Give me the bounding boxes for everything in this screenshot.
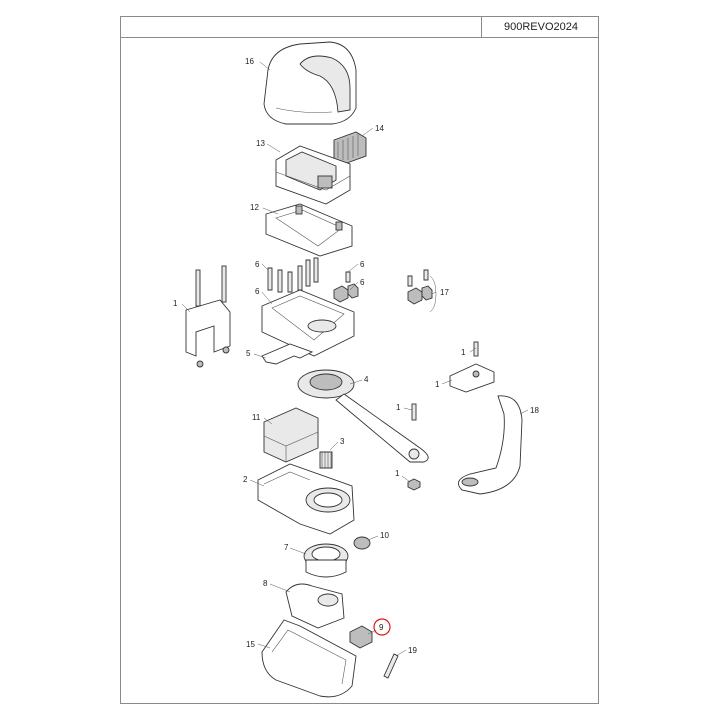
callout-15[interactable]: 15 [246, 640, 255, 649]
callout-6-housing[interactable]: 6 [255, 287, 260, 296]
part-8-motor[interactable] [285, 583, 345, 629]
part-17-group-bracket [429, 275, 437, 313]
part-2-gearbox-base[interactable] [257, 463, 355, 535]
callout-6-screw-right[interactable]: 6 [360, 260, 365, 269]
callout-9[interactable]: 9 [379, 623, 384, 632]
callout-2[interactable]: 2 [243, 475, 248, 484]
part-16-cover[interactable] [263, 41, 357, 125]
title-block-divider [481, 17, 482, 37]
callout-1-arm-bracket[interactable]: 1 [435, 380, 440, 389]
callout-6-screws[interactable]: 6 [255, 260, 260, 269]
part-7-worm-gear[interactable] [303, 543, 349, 578]
callout-13[interactable]: 13 [256, 139, 265, 148]
highlight-circle [373, 618, 391, 636]
part-12-housing-frame[interactable] [265, 203, 353, 257]
part-1-fasteners[interactable] [407, 341, 479, 491]
callout-labels: 16 14 13 12 6 6 6 17 1 6 5 4 11 3 1 1 1 … [173, 57, 539, 655]
callout-11[interactable]: 11 [252, 413, 261, 422]
callout-19[interactable]: 19 [408, 646, 417, 655]
callout-14[interactable]: 14 [375, 124, 384, 133]
drawing-sheet: 900REVO2024 [120, 16, 599, 704]
drawing-code: 900REVO2024 [504, 21, 578, 33]
part-13-control-board[interactable] [275, 145, 351, 205]
callout-1-nut[interactable]: 1 [395, 469, 400, 478]
title-block-rule [121, 37, 598, 38]
part-1-arm-bracket[interactable] [449, 363, 495, 393]
part-9-limit-switch[interactable] [349, 625, 373, 649]
part-19-pin[interactable] [383, 653, 399, 679]
callout-3[interactable]: 3 [340, 437, 345, 446]
callout-4[interactable]: 4 [364, 375, 369, 384]
part-4-drive-arm[interactable] [297, 369, 429, 463]
callout-1-bolt[interactable]: 1 [461, 348, 466, 357]
callout-8[interactable]: 8 [263, 579, 268, 588]
part-1-mounting-bracket[interactable] [185, 265, 231, 368]
callout-7[interactable]: 7 [284, 543, 289, 552]
part-6-cable-clips[interactable] [333, 283, 433, 305]
callout-18[interactable]: 18 [530, 406, 539, 415]
part-6-screws[interactable] [267, 257, 429, 293]
callout-1-pin[interactable]: 1 [396, 403, 401, 412]
callout-1-bracket[interactable]: 1 [173, 299, 178, 308]
part-5-gasket[interactable] [261, 343, 314, 365]
callout-10[interactable]: 10 [380, 531, 389, 540]
callout-6-clip[interactable]: 6 [360, 278, 365, 287]
part-11-transformer[interactable] [263, 407, 319, 463]
callout-12[interactable]: 12 [250, 203, 259, 212]
callout-16[interactable]: 16 [245, 57, 254, 66]
part-3-pinion-gear[interactable] [319, 451, 333, 469]
part-15-bottom-cover[interactable] [261, 619, 357, 698]
leader-lines [181, 61, 529, 657]
callout-5[interactable]: 5 [246, 349, 251, 358]
part-6-gearbox-housing[interactable] [261, 289, 355, 357]
callout-17[interactable]: 17 [440, 288, 449, 297]
part-14-connector[interactable] [333, 131, 367, 165]
part-18-curved-arm[interactable] [457, 395, 523, 495]
part-10-release-knob[interactable] [353, 536, 371, 550]
